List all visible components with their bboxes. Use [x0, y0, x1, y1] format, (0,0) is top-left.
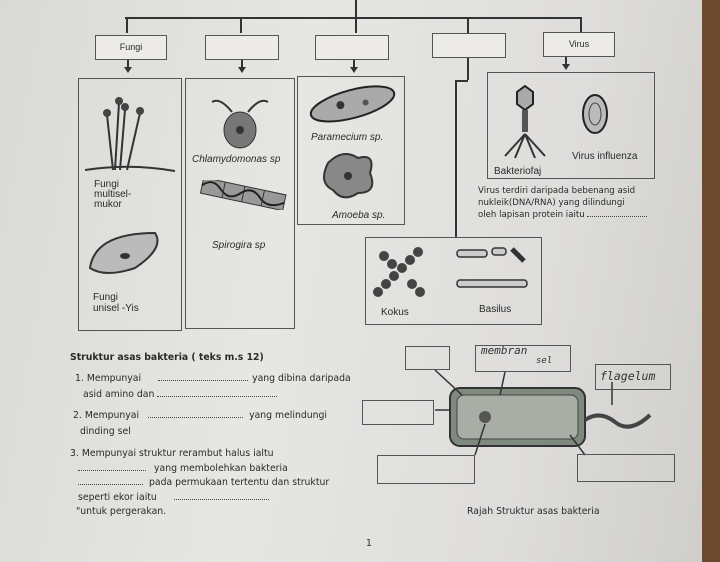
category-box-blank[interactable] [432, 33, 506, 58]
bacteriophage-label: Bakteriofaj [494, 166, 542, 177]
amoeba-label: Amoeba sp. [332, 210, 386, 221]
protozoa-panel [297, 76, 405, 225]
question-3-cont: "untuk pergerakan. [76, 506, 167, 517]
bacteria-panel [365, 237, 542, 325]
spirogyra-illustration [199, 180, 287, 210]
handwritten-answer: membran [481, 344, 528, 357]
bacteriophage-illustration [504, 84, 546, 159]
cocci-label: Kokus [381, 307, 409, 318]
tree-connector [355, 0, 357, 18]
category-label: Fungi [119, 42, 143, 52]
page-number: 1 [366, 538, 372, 549]
arrow-line [353, 60, 355, 68]
category-box-blank[interactable] [315, 35, 389, 60]
bacteria-structure-diagram [434, 369, 652, 456]
tree-connector [467, 17, 469, 33]
bacilli-label: Basilus [479, 304, 512, 315]
label-box-blank[interactable] [577, 454, 675, 482]
arrow-line [127, 60, 129, 68]
answer-blank[interactable] [158, 373, 249, 381]
tree-connector [240, 17, 242, 33]
arrow-line [565, 57, 567, 65]
answer-blank[interactable] [173, 492, 269, 500]
answer-blank[interactable] [148, 410, 244, 418]
question-3-cont: yang membolehkan bakteria [78, 463, 288, 474]
question-2-cont: dinding sel [80, 426, 131, 437]
yeast-illustration [88, 231, 159, 274]
label-box-membrane[interactable]: membran sel [475, 344, 571, 372]
virus-note: Virus terdiri daripada bebenang asid nuk… [478, 186, 648, 222]
question-1: 1. Mempunyai yang dibina daripada [75, 373, 351, 384]
tree-connector [455, 80, 457, 238]
cocci-illustration [373, 247, 425, 297]
chlamydomonas-label: Chlamydomonas sp [192, 154, 281, 165]
category-box-virus: Virus [543, 32, 615, 57]
influenza-virus-illustration [582, 94, 608, 134]
label-box-blank[interactable] [377, 455, 475, 484]
answer-blank[interactable] [78, 477, 143, 485]
label-box-blank[interactable] [362, 400, 434, 425]
question-3-cont: pada permukaan tertentu dan struktur [78, 477, 329, 488]
category-box-blank[interactable] [205, 35, 279, 60]
question-3: 3. Mempunyai struktur rerambut halus ial… [70, 448, 274, 459]
arrow-down-icon [350, 67, 358, 73]
answer-blank[interactable] [78, 463, 146, 471]
diagram-caption: Rajah Struktur asas bakteria [467, 506, 600, 517]
paramecium-illustration [309, 85, 396, 123]
spirogyra-label: Spirogira sp [212, 240, 266, 251]
tree-connector [455, 80, 468, 82]
question-1-cont: asid amino dan [83, 389, 278, 400]
answer-blank[interactable] [157, 389, 278, 397]
label-box-flagellum[interactable]: flagelum [595, 364, 671, 390]
amoeba-illustration [323, 153, 374, 199]
influenza-label: Virus influenza [572, 151, 638, 162]
question-2: 2. Mempunyai yang melindungi [73, 410, 328, 421]
tree-connector [126, 17, 128, 33]
chlamydomonas-illustration [211, 99, 269, 149]
question-3-cont: seperti ekor iaitu [78, 492, 269, 503]
category-label: Virus [568, 39, 590, 49]
arrow-down-icon [238, 67, 246, 73]
tree-connector [355, 17, 357, 33]
arrow-down-icon [124, 67, 132, 73]
answer-blank[interactable] [587, 209, 648, 217]
virus-panel [487, 72, 655, 179]
category-box-fungi: Fungi [95, 35, 167, 60]
paramecium-label: Paramecium sp. [311, 132, 384, 143]
tree-connector [467, 58, 469, 80]
algae-panel [185, 78, 295, 329]
mukor-illustration [85, 97, 175, 172]
arrow-down-icon [562, 64, 570, 70]
bacilli-illustration [456, 247, 528, 288]
arrow-line [241, 60, 243, 68]
handwritten-answer: flagelum [600, 369, 656, 383]
handwritten-answer: sel [536, 356, 553, 366]
tree-connector [580, 17, 582, 33]
section-title: Struktur asas bakteria ( teks m.s 12) [70, 352, 264, 363]
tree-connector [125, 17, 581, 19]
label-box-blank[interactable] [405, 346, 450, 370]
fungi-panel [78, 78, 182, 331]
